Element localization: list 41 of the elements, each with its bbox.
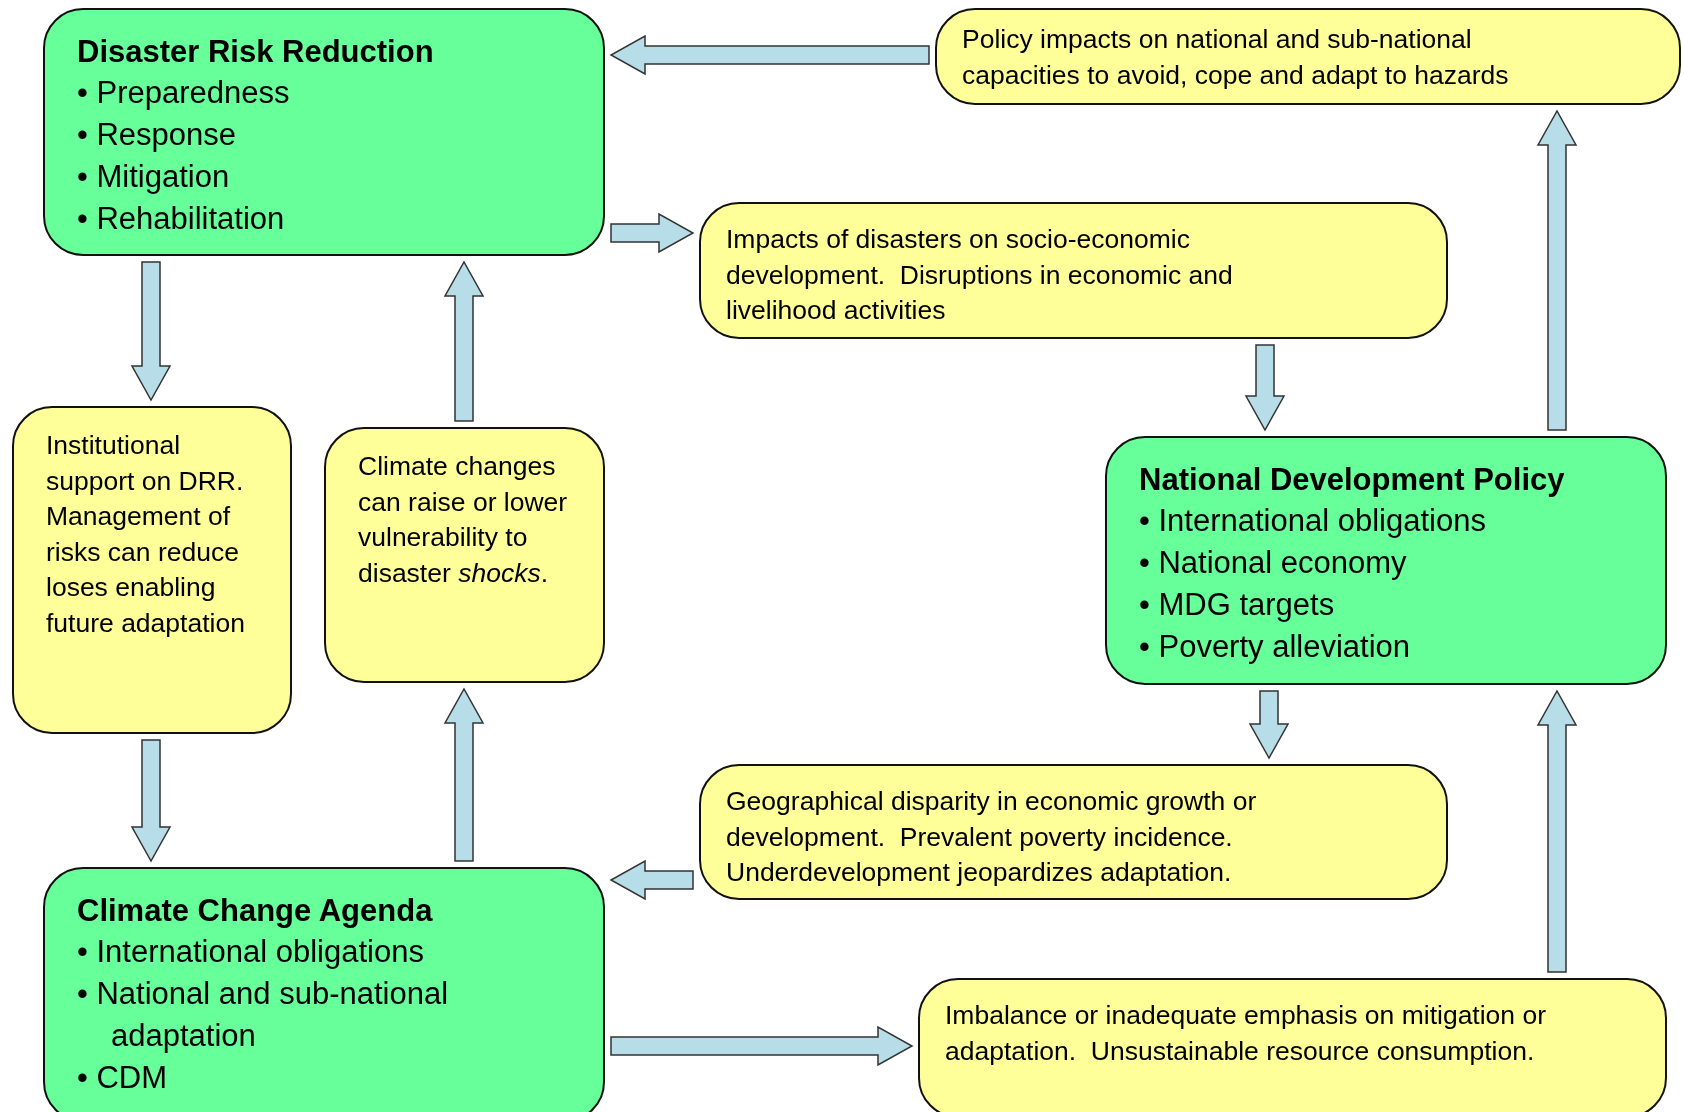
block-arrow <box>1536 689 1578 973</box>
block-arrow <box>1248 690 1290 760</box>
bullet-item: • International obligations <box>1139 502 1487 540</box>
impact-box <box>699 764 1448 900</box>
bullet-item: • Poverty alleviation <box>1139 628 1412 666</box>
bullet-item: • International obligations <box>77 933 425 971</box>
box-heading: National Development Policy <box>1139 461 1566 499</box>
impact-box <box>12 406 292 734</box>
bullet-item: • National economy <box>1139 544 1408 582</box>
box-text: Climate changes can raise or lower vulnerability to disaster shocks. <box>358 450 569 590</box>
block-arrow <box>610 1025 914 1067</box>
block-arrow <box>1244 344 1286 432</box>
topic-box <box>43 867 605 1112</box>
box-text: Institutional support on DRR. Management of risks can reduce loses enabling future adaptation <box>46 429 246 640</box>
bullet-item: • Mitigation <box>77 158 231 196</box>
impact-box <box>935 8 1681 105</box>
box-heading: Climate Change Agenda <box>77 892 434 930</box>
impact-box <box>324 427 605 683</box>
box-text: Policy impacts on national and sub-national capacities to avoid, cope and adapt to hazards <box>962 23 1510 92</box>
bullet-item: • National and sub-national adaptation <box>77 975 450 1055</box>
topic-box <box>43 8 605 256</box>
block-arrow <box>1536 109 1578 431</box>
box-heading: Disaster Risk Reduction <box>77 33 435 71</box>
box-text: Geographical disparity in economic growth or development. Prevalent poverty incidence. Underdevelopment jeopardizes adaptation. <box>726 785 1258 889</box>
bullet-item: • Response <box>77 116 238 154</box>
box-text: Imbalance or inadequate emphasis on mitigation or adaptation. Unsustainable resource consumption. <box>945 999 1548 1068</box>
block-arrow <box>130 739 172 863</box>
block-arrow <box>609 34 930 76</box>
bullet-item: • Rehabilitation <box>77 200 286 238</box>
bullet-item: • MDG targets <box>1139 586 1336 624</box>
bullet-item: • CDM <box>77 1059 169 1097</box>
block-arrow <box>443 260 485 422</box>
topic-box <box>1105 436 1667 685</box>
block-arrow <box>610 212 695 254</box>
block-arrow <box>443 687 485 862</box>
box-text: Impacts of disasters on socio-economic development. Disruptions in economic and livelihood activities <box>726 223 1234 327</box>
block-arrow <box>130 261 172 402</box>
block-arrow <box>609 859 694 901</box>
bullet-item: • Preparedness <box>77 74 291 112</box>
impact-box <box>918 978 1667 1112</box>
impact-box <box>699 202 1448 339</box>
